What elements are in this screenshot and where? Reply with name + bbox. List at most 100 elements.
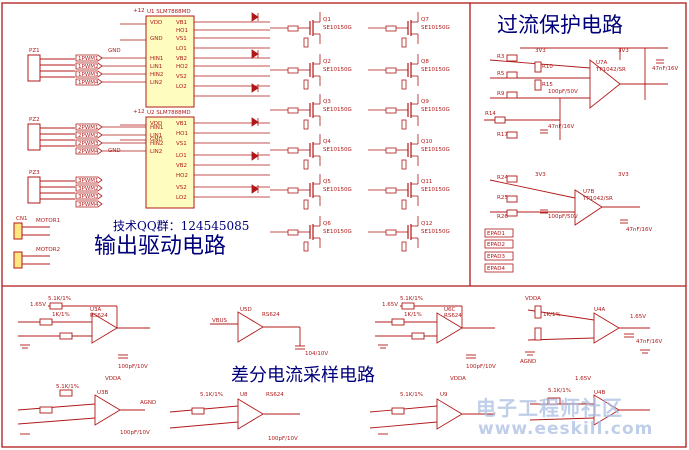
pz1-label: PZ1 — [29, 48, 40, 54]
opamp-label: U7A — [596, 60, 608, 66]
ic-pin-label: VB2 — [176, 56, 187, 62]
oc-res-label: R17 — [497, 132, 508, 138]
motor2-label: MOTOR2 — [36, 247, 60, 253]
opamp-label: U7B — [583, 189, 595, 195]
net-label: VDDA — [525, 296, 541, 302]
diff-sampling-title: 差分电流采样电路 — [231, 365, 375, 386]
schematic-text-labels: PZ1 PZ2 PZ3 CN1 MOTOR1 MOTOR2 U1 SLM7888… — [16, 8, 678, 442]
opamp-label: U3B — [97, 390, 109, 396]
opamp-label: U4B — [594, 390, 606, 396]
cap-value: 100pF/10V — [466, 364, 496, 370]
opamp-part: TP1042/SR — [595, 67, 626, 73]
net-label: +12 — [133, 109, 145, 115]
driver-ic-u1 — [145, 15, 195, 108]
net-label: +12 — [133, 8, 145, 14]
diff-sampling-ground-symbols — [20, 344, 650, 435]
u1-label: U1 SLM7888MD — [147, 9, 191, 15]
opamp-part: RS624 — [444, 313, 462, 319]
ic-pin-label: VS1 — [176, 141, 187, 147]
oc-res-label: R14 — [485, 111, 496, 117]
oc-res-label: R25 — [497, 195, 508, 201]
driver-pin-wires — [102, 21, 270, 198]
mosfet-label: Q12 — [421, 221, 432, 227]
mosfet-label: Q8 — [421, 59, 429, 65]
mosfet-part: SE10150G — [323, 147, 352, 153]
opamp-part: RS624 — [266, 392, 284, 398]
oc-res-label: R26 — [497, 214, 508, 220]
cap-value: 100pF/10V — [118, 364, 148, 370]
ic-pin-label: LIN1 — [150, 133, 162, 139]
res-value: 5.1K/1% — [48, 296, 71, 302]
cap-value: 47nF/16V — [636, 339, 662, 345]
connector-pz3 — [27, 176, 75, 204]
contact-text: 技术QQ群：124545085 — [113, 219, 250, 233]
ic-pin-label: GND — [150, 36, 163, 42]
motor1-label: MOTOR1 — [36, 218, 60, 224]
pwm-label: 2PWM2 — [78, 133, 99, 139]
ic-pin-label: GND — [150, 137, 163, 143]
mosfet-label: Q10 — [421, 139, 433, 145]
net-label: GND — [108, 148, 121, 154]
mosfet-part: SE10150G — [323, 229, 352, 235]
opamp-label: U5D — [240, 307, 252, 313]
ic-pin-label: LO2 — [176, 84, 187, 90]
ic-pin-label: HO1 — [176, 28, 188, 34]
cap-value: 104/10V — [305, 351, 328, 357]
cn1-label: CN1 — [16, 216, 27, 222]
opamp-part: RS624 — [90, 313, 108, 319]
res-value: 1K/1% — [52, 312, 70, 318]
ic-pin-label: VS1 — [176, 36, 187, 42]
net-label: 3V3 — [535, 48, 546, 54]
pwm-label: 2PWM4 — [78, 149, 99, 155]
net-label: VBUS — [212, 318, 228, 324]
pwm-label: 3PWM1 — [78, 178, 99, 184]
ic-pin-label: HIN1 — [150, 56, 163, 62]
pz2-label: PZ2 — [29, 117, 40, 123]
overcurrent-epad-labels — [484, 228, 514, 273]
opamp-part: TP1042/SR — [582, 196, 613, 202]
epad-label: EPAD3 — [487, 254, 505, 260]
net-label: 1.65V — [30, 302, 46, 308]
net-label: VDDA — [105, 376, 121, 382]
net-label: AGND — [520, 359, 536, 365]
net-label: 3V3 — [535, 172, 546, 178]
pwm-label: 1PWM1 — [78, 56, 99, 62]
pwm-label: 3PWM3 — [78, 194, 99, 200]
ic-pin-label: VDD — [150, 20, 162, 26]
oc-cap-label: 47nF/16V — [626, 227, 652, 233]
ic-pin-label: LIN2 — [150, 80, 162, 86]
net-label: AGND — [140, 400, 156, 406]
ic-pin-label: LIN2 — [150, 149, 162, 155]
ic-pin-label: VDD — [150, 121, 162, 127]
mosfet-label: Q9 — [421, 99, 429, 105]
res-value: 5.1K/1% — [200, 392, 223, 398]
pwm-label: 1PWM2 — [78, 64, 99, 70]
net-label: VDDA — [450, 376, 466, 382]
net-label: GND — [108, 48, 121, 54]
pwm-label: 2PWM1 — [78, 125, 99, 131]
cap-value: 100pF/10V — [268, 436, 298, 442]
ic-pin-label: VB1 — [176, 20, 187, 26]
opamp-label: U9 — [440, 392, 448, 398]
ic-pin-label: VS2 — [176, 74, 187, 80]
pwm-label: 1PWM4 — [78, 80, 99, 86]
ic-pin-label: HIN1 — [150, 125, 163, 131]
mosfet-label: Q4 — [323, 139, 331, 145]
u2-label: U2 SLM7888MD — [147, 110, 191, 116]
bootstrap-diodes — [251, 12, 259, 194]
watermark-url: www.eeskill.com — [478, 419, 654, 439]
res-value: 5.1K/1% — [400, 296, 423, 302]
diff-sampling-circuit — [17, 302, 650, 430]
ic-pin-label: HIN2 — [150, 141, 163, 147]
overcurrent-title: 过流保护电路 — [497, 13, 623, 37]
mosfet-part: SE10150G — [323, 107, 352, 113]
